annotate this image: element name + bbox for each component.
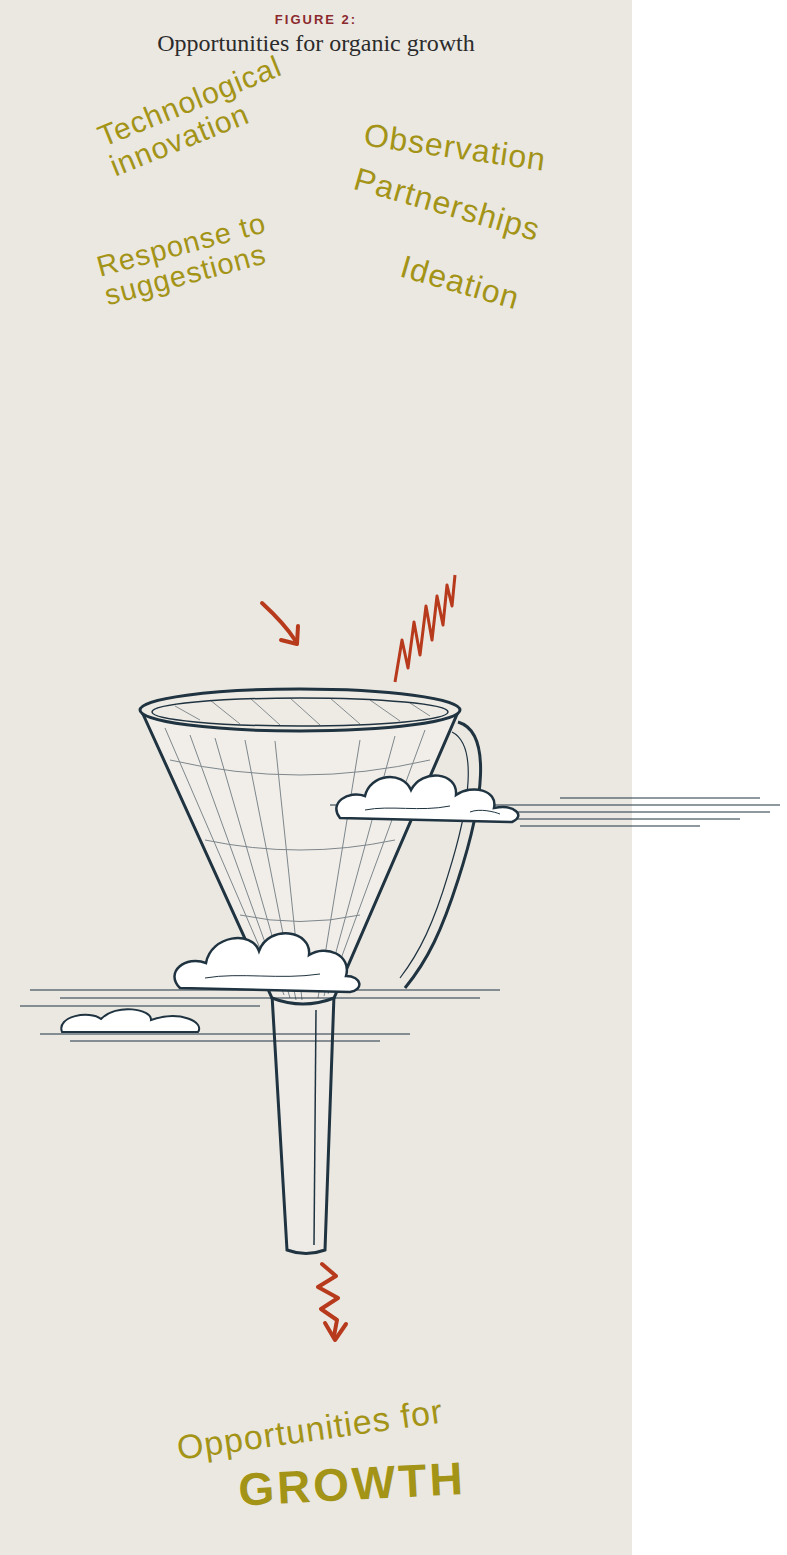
speed-line <box>60 997 480 998</box>
cloud <box>61 1009 199 1032</box>
cloud-shading <box>205 974 320 978</box>
hatch-line <box>290 698 320 725</box>
speed-line <box>20 1005 260 1006</box>
cone-hatching <box>165 728 430 1000</box>
hatch-line <box>210 700 240 724</box>
speed-line <box>70 1040 380 1041</box>
outcome-emphasis: GROWTH <box>237 1454 467 1514</box>
funnel-rim <box>140 689 460 731</box>
figure-number: FIGURE 2: <box>275 13 357 27</box>
cloud <box>336 775 518 822</box>
speed-line <box>520 825 700 826</box>
speed-line <box>560 797 760 798</box>
hatch-line <box>250 698 280 725</box>
scribble-mark <box>395 575 455 682</box>
hatch-line <box>170 760 430 775</box>
spout-highlight <box>314 1010 316 1245</box>
hatch-line <box>240 915 360 922</box>
cloud-shading <box>365 806 500 814</box>
funnel-handle <box>405 722 481 988</box>
speed-line <box>40 1033 410 1034</box>
hatch-line <box>175 706 200 720</box>
cloud <box>174 933 359 992</box>
input-arrow <box>262 603 295 640</box>
hatch-line <box>410 703 430 716</box>
paper-panel <box>0 0 632 1555</box>
rim-hatching <box>175 698 430 725</box>
speed-lines <box>20 990 500 1041</box>
funnel-cone <box>142 712 458 1004</box>
hatch-line <box>205 840 395 850</box>
input-arrowhead <box>281 626 298 644</box>
hatch-line <box>370 700 400 721</box>
funnel-rim-inner <box>152 698 448 726</box>
handle-inner <box>400 732 468 978</box>
figure-title: Opportunities for organic growth <box>157 31 475 56</box>
output-arrowhead <box>325 1323 346 1340</box>
hatch-line <box>330 698 360 724</box>
